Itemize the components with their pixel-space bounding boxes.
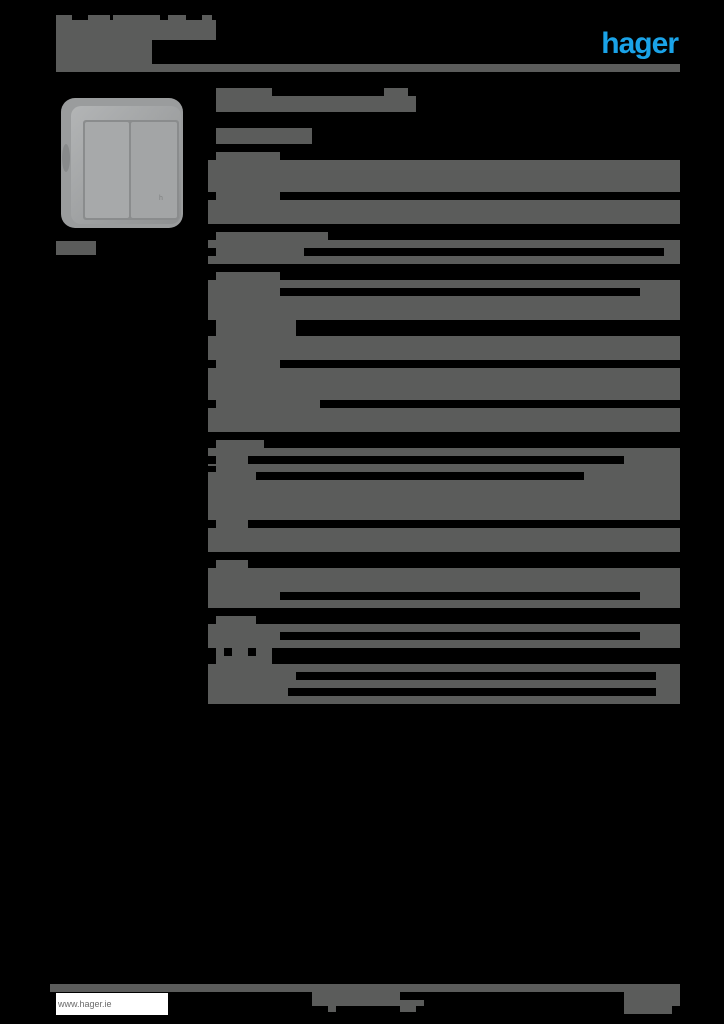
header-rule: [56, 64, 680, 72]
product-subtitle: [redacted]: [216, 128, 312, 144]
product-image: h: [57, 96, 185, 234]
svg-text:h: h: [159, 195, 163, 202]
hager-logo: hager: [601, 27, 679, 60]
footer-rule: [50, 984, 680, 992]
footer-website-link[interactable]: www.hager.ie: [56, 993, 168, 1015]
product-image-caption: [redacted]: [56, 241, 96, 255]
double-switch-icon: h: [61, 98, 183, 228]
